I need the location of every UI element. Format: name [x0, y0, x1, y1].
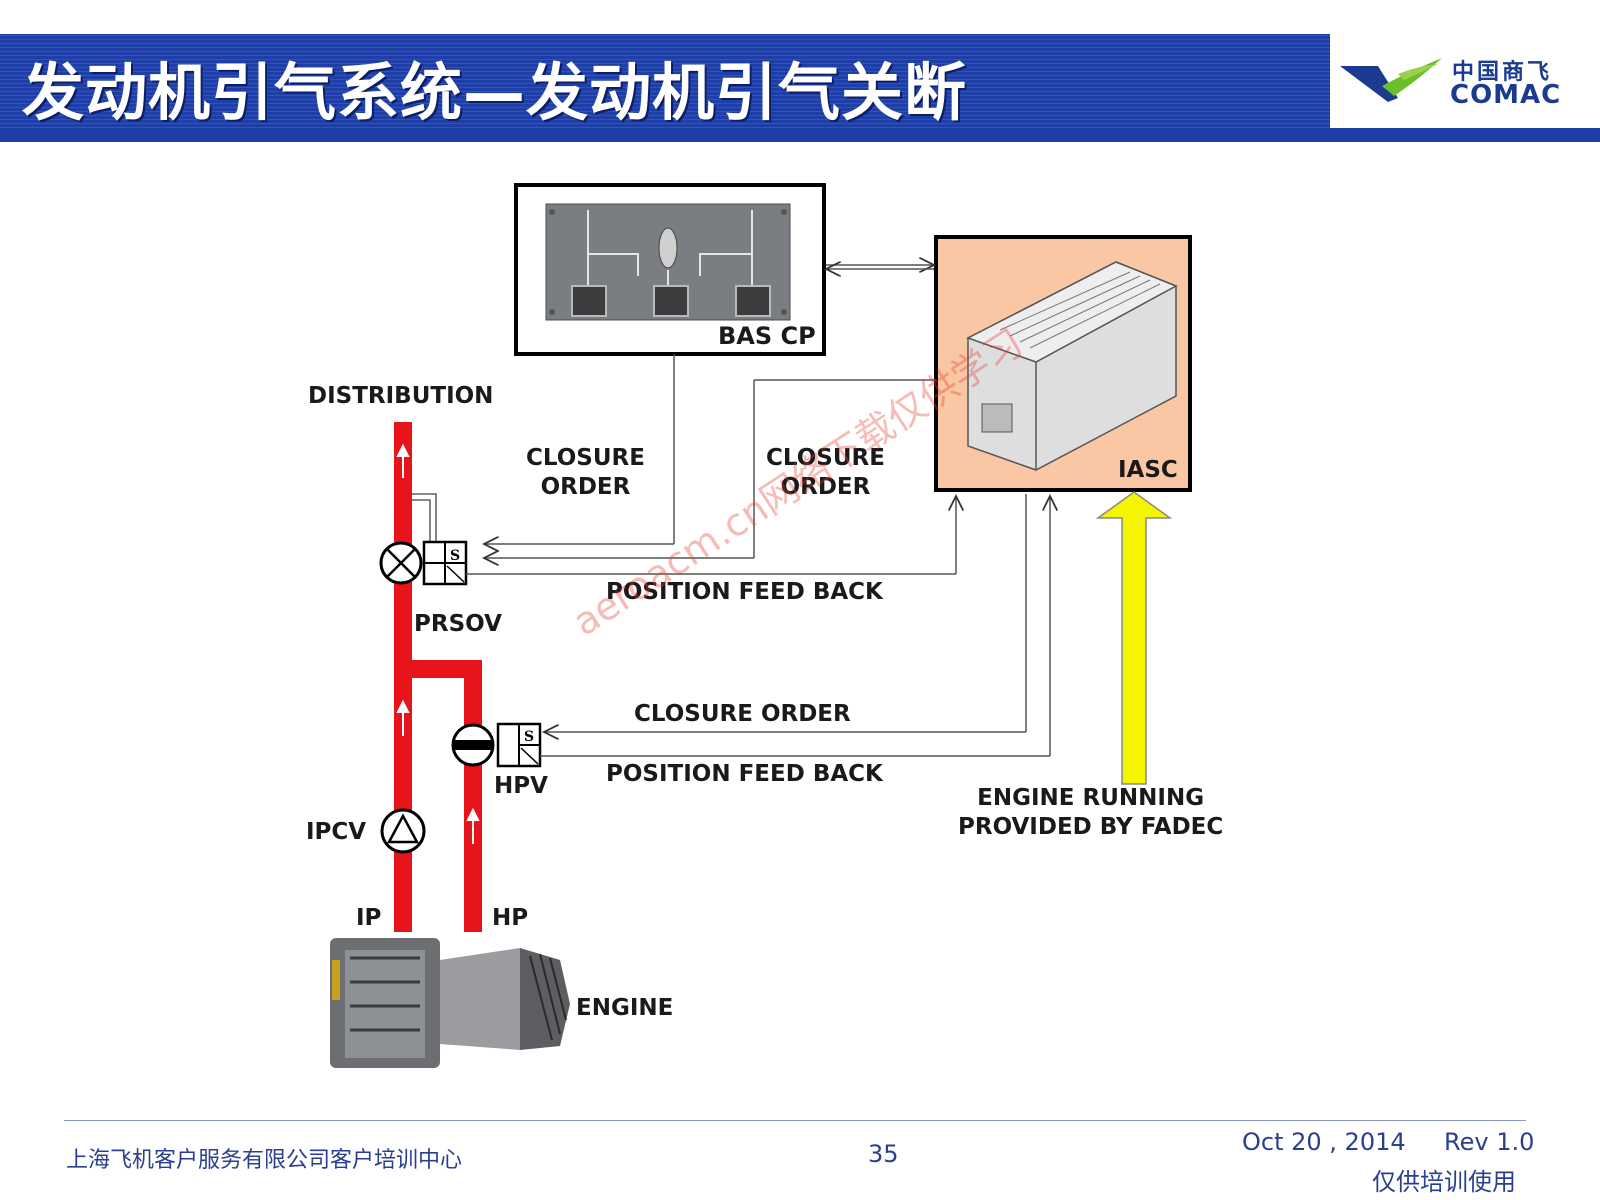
bleed-ducts	[394, 422, 482, 932]
closure-order-label-bascp: CLOSURE ORDER	[526, 445, 645, 500]
footer-divider	[64, 1120, 1526, 1121]
comac-bird-icon	[1340, 58, 1442, 102]
ip-label: IP	[356, 905, 382, 931]
footer-revision: Rev 1.0	[1444, 1128, 1535, 1156]
hp-label: HP	[492, 905, 529, 931]
position-feedback-label-hpv: POSITION FEED BACK	[606, 761, 883, 787]
footer-training-note: 仅供培训使用	[1372, 1168, 1516, 1196]
iasc-unit	[934, 235, 1192, 492]
footer-date: Oct 20 , 2014	[1242, 1128, 1406, 1156]
logo-chinese-text: 中国商飞	[1452, 60, 1553, 85]
ipcv-label: IPCV	[306, 819, 367, 845]
distribution-label: DISTRIBUTION	[308, 383, 494, 409]
closure-order-label-hpv: CLOSURE ORDER	[634, 701, 851, 727]
prsov-valve: S	[379, 540, 468, 586]
title-bar: 发动机引气系统—发动机引气关断	[0, 34, 1330, 129]
closure-order-label-iasc: CLOSURE ORDER	[766, 445, 885, 500]
ipcv-valve	[380, 808, 426, 854]
engine-illustration	[330, 938, 570, 1068]
flow-arrows	[396, 443, 480, 844]
page-title: 发动机引气系统—发动机引气关断	[22, 56, 968, 129]
prsov-solenoid-s: S	[450, 548, 460, 564]
hp-duct	[464, 662, 482, 932]
footer-organization: 上海飞机客户服务有限公司客户培训中心	[66, 1148, 463, 1173]
position-feedback-label-prsov: POSITION FEED BACK	[606, 579, 883, 605]
hpv-solenoid-s: S	[524, 729, 534, 745]
hpv-valve: S	[451, 722, 542, 768]
page-number: 35	[868, 1140, 899, 1168]
iasc-label: IASC	[1118, 457, 1178, 483]
bas-cp-label: BAS CP	[718, 322, 816, 350]
hpv-label: HPV	[494, 773, 548, 799]
prsov-label: PRSOV	[414, 611, 502, 637]
engine-label: ENGINE	[576, 995, 674, 1021]
bas-cp-panel	[514, 183, 826, 356]
engine-running-label: ENGINE RUNNING PROVIDED BY FADEC	[958, 785, 1224, 840]
logo-english-text: COMAC	[1450, 80, 1562, 110]
signal-lines	[466, 265, 1050, 757]
title-underline	[0, 128, 1600, 142]
comac-logo: 中国商飞 COMAC	[1338, 52, 1588, 112]
hp-crossover-duct	[394, 660, 482, 678]
engine-running-arrow	[1095, 491, 1173, 785]
